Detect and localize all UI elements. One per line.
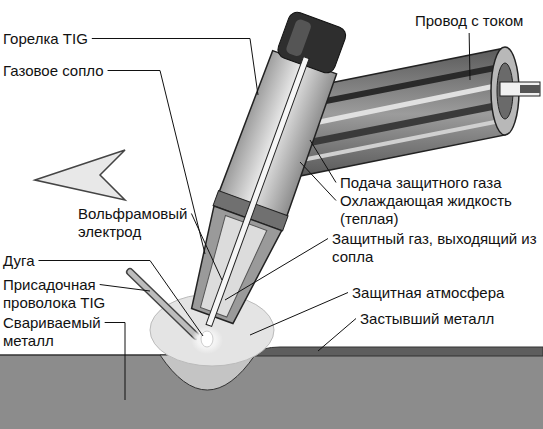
part-label: Газовое сопло [3, 62, 104, 80]
part-label: Провод с током [415, 12, 523, 30]
part-label: Застывший металл [360, 310, 494, 328]
direction-arrow [35, 150, 125, 200]
leader-line [250, 293, 348, 336]
part-label: Защитная атмосфера [352, 284, 504, 302]
torch-body [174, 7, 355, 338]
leader-line [318, 319, 356, 352]
part-label: Вольфрамовый электрод [78, 205, 193, 241]
tungsten-electrode [206, 57, 309, 327]
leader-line [310, 140, 336, 183]
leader-line [105, 323, 125, 401]
current-wire [500, 82, 540, 96]
base-metal [0, 355, 543, 429]
leader-line [191, 214, 222, 281]
part-label: Дуга [3, 252, 34, 270]
arc-glow [191, 326, 223, 354]
part-label: Горелка TIG [3, 30, 88, 48]
leader-line [100, 285, 150, 292]
solid-bead [250, 347, 543, 356]
leader-line [225, 239, 328, 301]
part-label: Свариваемый металл [3, 314, 103, 350]
filler-wire [130, 272, 196, 336]
part-label: Подача защитного газа [340, 174, 502, 192]
leader-line [300, 162, 336, 201]
part-label: Защитный газ, выходящий из сопла [332, 230, 542, 266]
part-label: Охлаждающая жидкость (теплая) [340, 192, 535, 228]
leader-line [92, 39, 258, 96]
leader-line [469, 33, 471, 80]
part-label: Присадочная проволока TIG [3, 276, 118, 312]
